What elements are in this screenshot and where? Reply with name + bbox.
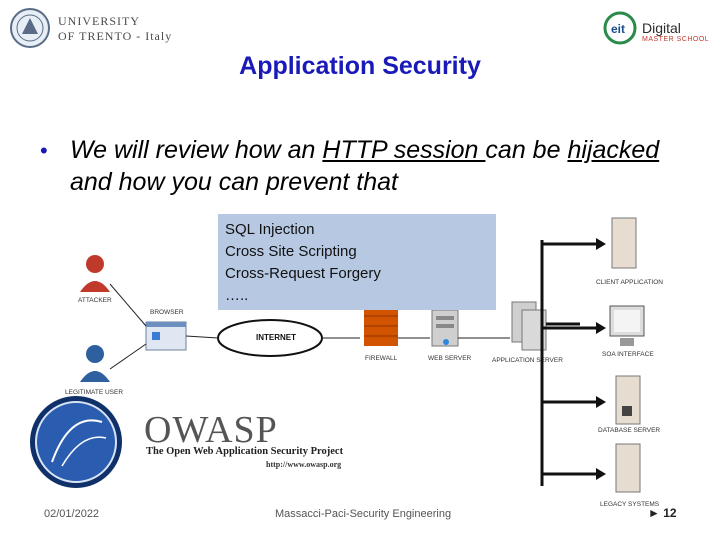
- footer-center: Massacci-Paci-Security Engineering: [275, 508, 452, 520]
- attack-item-sql-injection: SQL Injection: [225, 221, 315, 238]
- eit-master-label: MASTER SCHOOL: [642, 36, 710, 43]
- attack-item-more: …..: [225, 287, 249, 304]
- server-icon: [615, 375, 641, 425]
- eit-logo-icon: eit: [603, 11, 637, 45]
- user-icon: [80, 345, 110, 382]
- owasp-subtitle: The Open Web Application Security Projec…: [146, 446, 344, 457]
- attack-list-box: SQL Injection Cross Site Scripting Cross…: [218, 214, 496, 310]
- web-server-label: WEB SERVER: [428, 355, 472, 362]
- svg-text:eit: eit: [611, 22, 625, 36]
- bullet-text: We will review how an HTTP session can b…: [70, 136, 660, 196]
- university-seal-icon: [10, 8, 50, 48]
- server-icon: [611, 217, 637, 269]
- db-server-label: DATABASE SERVER: [598, 427, 660, 434]
- bullet-icon: •: [40, 138, 48, 163]
- browser-icon: [145, 321, 187, 351]
- hijacked-term: hijacked: [567, 136, 660, 164]
- play-arrow-icon: ►: [648, 506, 664, 520]
- attack-item-csrf: Cross-Request Forgery: [225, 265, 381, 282]
- app-server-label: APPLICATION SERVER: [492, 357, 563, 364]
- slide-title: Application Security: [239, 52, 481, 80]
- legitimate-user-label: LEGITIMATE USER: [65, 389, 123, 396]
- browser-label: BROWSER: [150, 309, 184, 316]
- footer-date: 02/01/2022: [44, 508, 100, 520]
- client-app-label: CLIENT APPLICATION: [596, 279, 663, 286]
- eit-digital-label: Digital: [642, 20, 681, 36]
- page-number: ► 12: [648, 506, 677, 520]
- monitor-icon: [609, 305, 645, 346]
- firewall-label: FIREWALL: [365, 355, 398, 362]
- internet-label: INTERNET: [256, 333, 296, 342]
- server-icon: [431, 309, 459, 347]
- owasp-logo-icon: [30, 396, 122, 488]
- http-session-term: HTTP session: [322, 136, 486, 164]
- owasp-wordmark: OWASP: [144, 409, 278, 451]
- legacy-label: LEGACY SYSTEMS: [600, 501, 660, 508]
- server-icon: [615, 443, 641, 493]
- attack-item-xss: Cross Site Scripting: [225, 243, 357, 260]
- attacker-label: ATTACKER: [78, 297, 112, 304]
- attacker-icon: [80, 255, 110, 292]
- university-name: UNIVERSITY OF TRENTO - Italy: [58, 14, 173, 43]
- firewall-icon: [364, 306, 398, 346]
- owasp-url: http://www.owasp.org: [266, 460, 342, 469]
- architecture-diagram: ATTACKER LEGITIMATE USER BROWSER INTERNE…: [65, 217, 663, 508]
- soa-label: SOA INTERFACE: [602, 351, 654, 358]
